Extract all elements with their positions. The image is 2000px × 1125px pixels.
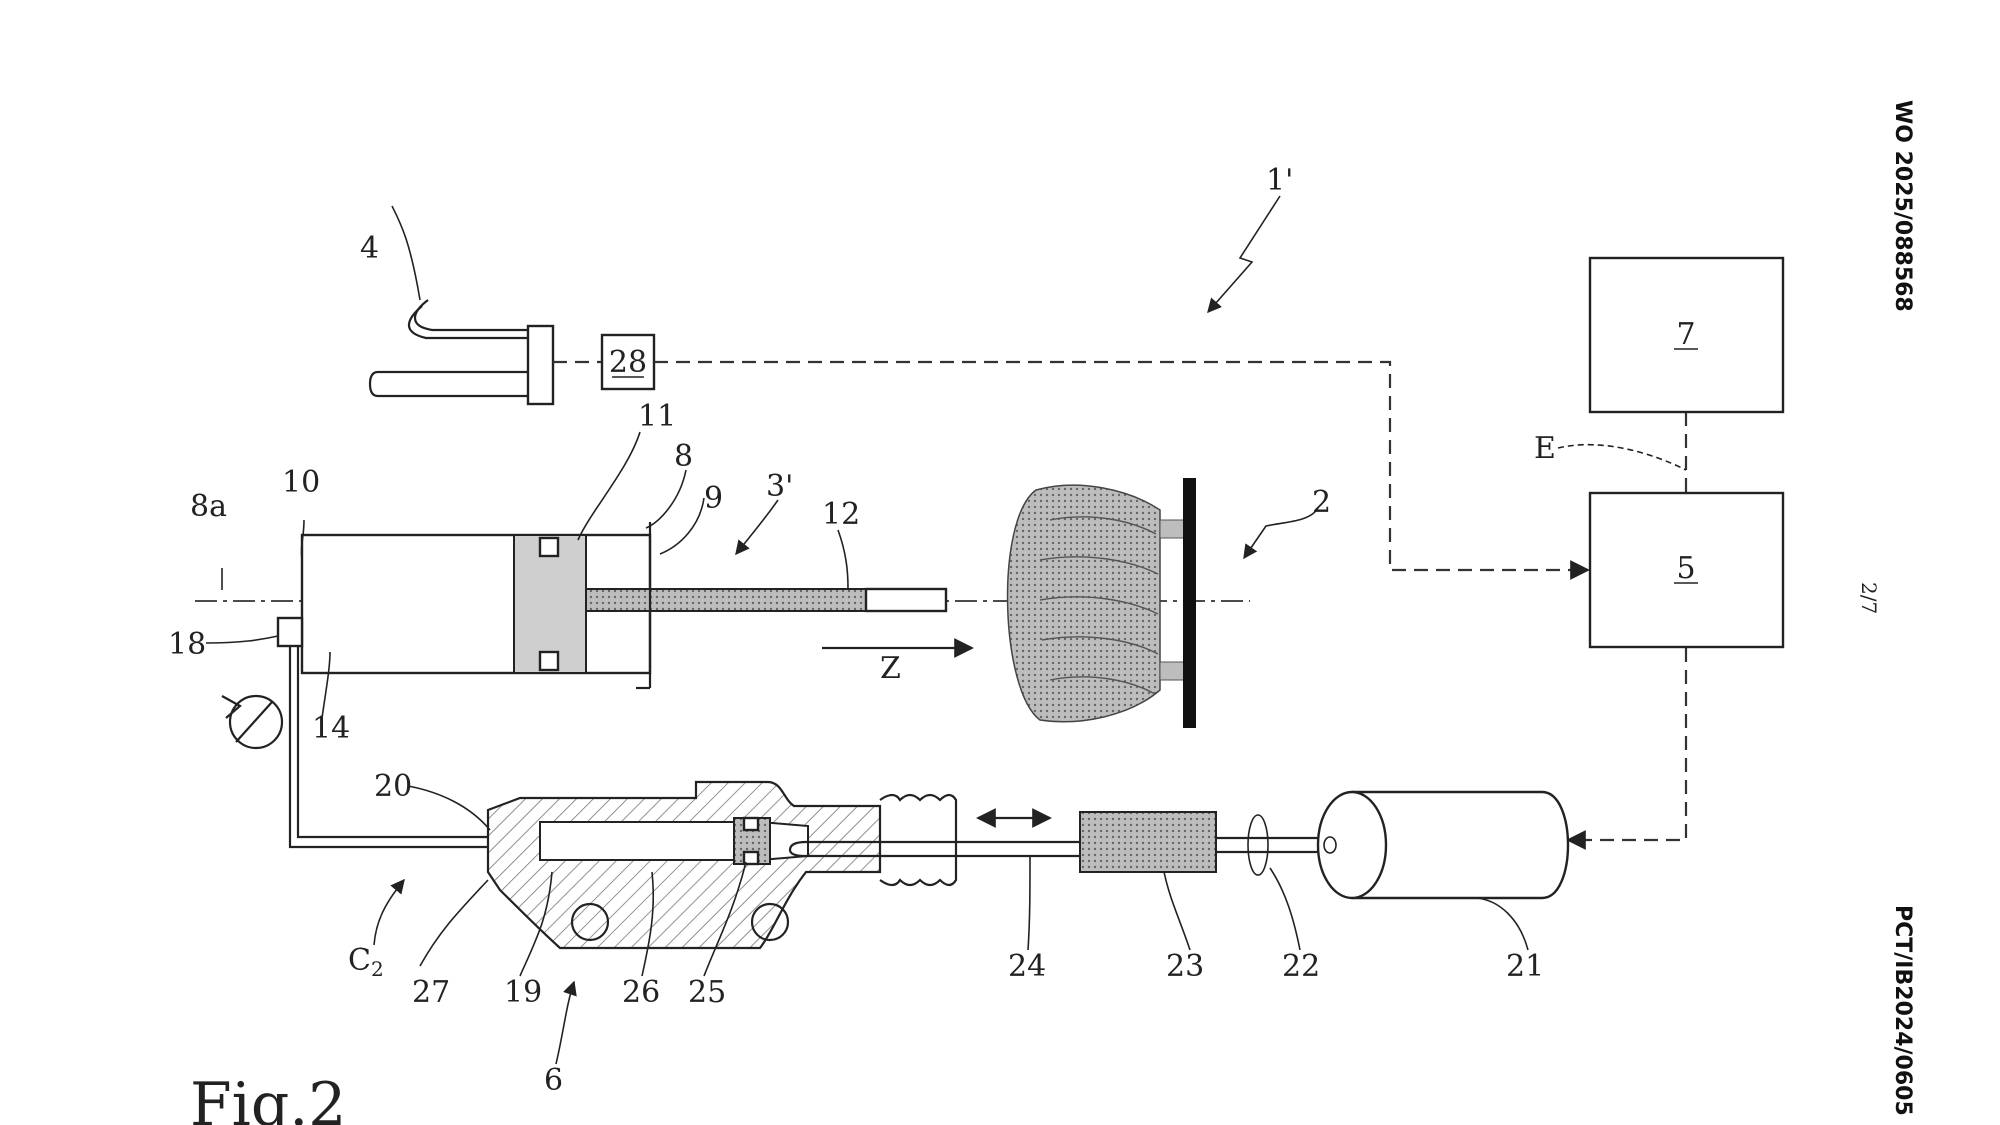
label-24: 24 (1008, 949, 1046, 984)
hydraulic-cylinder (276, 522, 948, 690)
label-12: 12 (822, 497, 860, 532)
direction-z-label: Z (880, 651, 901, 686)
label-2: 2 (1312, 485, 1331, 520)
master-cylinder (486, 780, 958, 950)
label-c: C (348, 943, 371, 978)
pedal (368, 299, 602, 406)
label-23: 23 (1166, 949, 1204, 984)
label-11: 11 (638, 399, 676, 434)
hydraulic-pipe (288, 646, 490, 849)
page-number: 2/7 (1857, 582, 1881, 614)
push-rod (788, 840, 1080, 858)
box-5-label: 5 (1676, 551, 1695, 586)
application-number: PCT/IB2024/0605 (1890, 905, 1915, 1116)
figure-caption: Fig.2 (190, 1070, 346, 1125)
signal-label-e: E (1534, 431, 1556, 466)
label-14: 14 (312, 711, 350, 746)
leader-lines (205, 205, 1529, 977)
label-20: 20 (374, 769, 412, 804)
motor-shaft (1216, 814, 1328, 876)
label-19: 19 (504, 975, 542, 1010)
label-27: 27 (412, 975, 450, 1010)
label-26: 26 (622, 975, 660, 1010)
pump-symbol (221, 694, 284, 750)
label-6: 6 (544, 1063, 563, 1098)
label-3-prime: 3' (766, 469, 793, 504)
electric-motor (1316, 790, 1570, 900)
coupling (1079, 811, 1217, 873)
box-28-label: 28 (609, 345, 647, 380)
system-label: 1' (1266, 163, 1293, 198)
control-box-5: 5 (1588, 491, 1785, 649)
label-9: 9 (704, 481, 723, 516)
label-c-subscript: 2 (371, 957, 384, 981)
box-7-label: 7 (1676, 317, 1695, 352)
label-22: 22 (1282, 949, 1320, 984)
signal-line-5-to-motor (1566, 648, 1688, 850)
sensor-box-28: 28 (600, 333, 656, 391)
publication-number: WO 2025/088568 (1890, 100, 1915, 312)
brake-disc (1006, 478, 1196, 728)
signal-line-pedal-to-5 (654, 360, 1590, 580)
control-box-7: 7 (1588, 256, 1785, 414)
label-c2: C2 (348, 943, 384, 981)
label-8: 8 (674, 439, 693, 474)
label-21: 21 (1506, 949, 1544, 984)
label-18: 18 (168, 627, 206, 662)
label-25: 25 (688, 975, 726, 1010)
label-4: 4 (360, 231, 379, 266)
label-8a: 8a (190, 489, 227, 524)
label-10: 10 (282, 465, 320, 500)
